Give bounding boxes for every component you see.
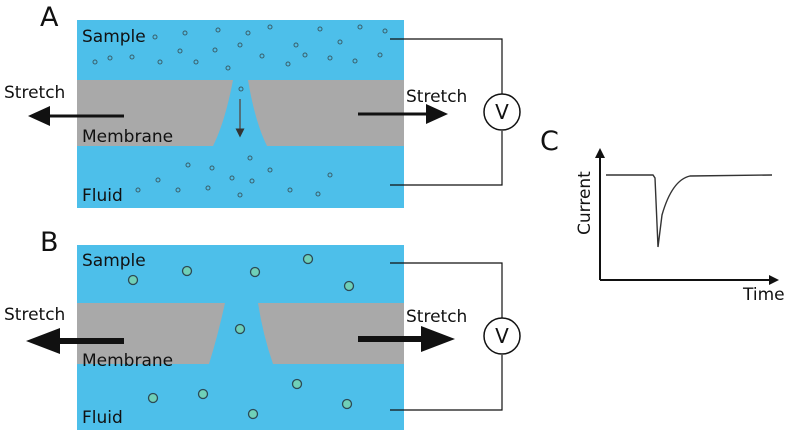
panel-a-fluid-label: Fluid [82,186,123,206]
panel-b-stretch-left-arrow [26,328,124,354]
panel-a-wire-top [390,38,503,94]
panel-a: A Sample Membrane Flu [4,2,521,208]
panel-c-x-axis-arrowhead [769,275,779,285]
panel-b-voltmeter [483,317,521,355]
panel-b-stretch-left-label: Stretch [4,305,65,325]
panel-b-membrane-label: Membrane [82,351,173,371]
panel-b-letter: B [40,227,59,258]
panel-b-membrane-right [258,303,404,364]
panel-c-ylabel: Current [575,171,595,235]
panel-a-membrane-left [77,80,233,146]
panel-c-current-trace [606,174,773,248]
panel-b-pore-particle [234,323,246,335]
panel-c-y-axis-arrowhead [595,148,605,158]
panel-a-sample-particles [92,24,388,71]
panel-a-voltmeter [483,93,521,131]
panel-a-sample-label: Sample [82,27,146,47]
panel-a-letter: A [40,2,59,33]
panel-b-sample-particles [127,253,355,292]
panel-a-wire-bottom [390,131,503,186]
panel-b-stretch-right-label: Stretch [406,307,467,327]
panel-a-stretch-left-arrow [28,106,124,126]
panel-a-voltmeter-label: V [495,100,509,124]
panel-a-membrane-right [248,80,404,146]
panel-b-fluid-label: Fluid [82,408,123,428]
panel-b-membrane-left [77,303,225,364]
panel-a-membrane-label: Membrane [82,127,173,147]
panel-b-wire-top [390,262,503,318]
panel-c-letter: C [540,126,559,157]
panel-a-stretch-left-label: Stretch [4,83,65,103]
panel-b: B Sample Membrane Fluid Stretch Stretch [4,227,521,430]
panel-b-wire-bottom [390,355,503,411]
panel-a-fluid-particles [135,155,333,198]
panel-b-voltmeter-label: V [495,324,509,348]
panel-b-sample-label: Sample [82,251,146,271]
panel-a-stretch-right-label: Stretch [406,87,467,107]
panel-b-fluid-particles [147,378,353,420]
panel-c: C Current Time [540,126,785,305]
panel-b-stretch-right-arrow [358,326,455,352]
panel-c-xlabel: Time [742,285,785,305]
panel-a-pore-particle [238,86,244,92]
panel-a-stretch-right-arrow [358,104,448,124]
